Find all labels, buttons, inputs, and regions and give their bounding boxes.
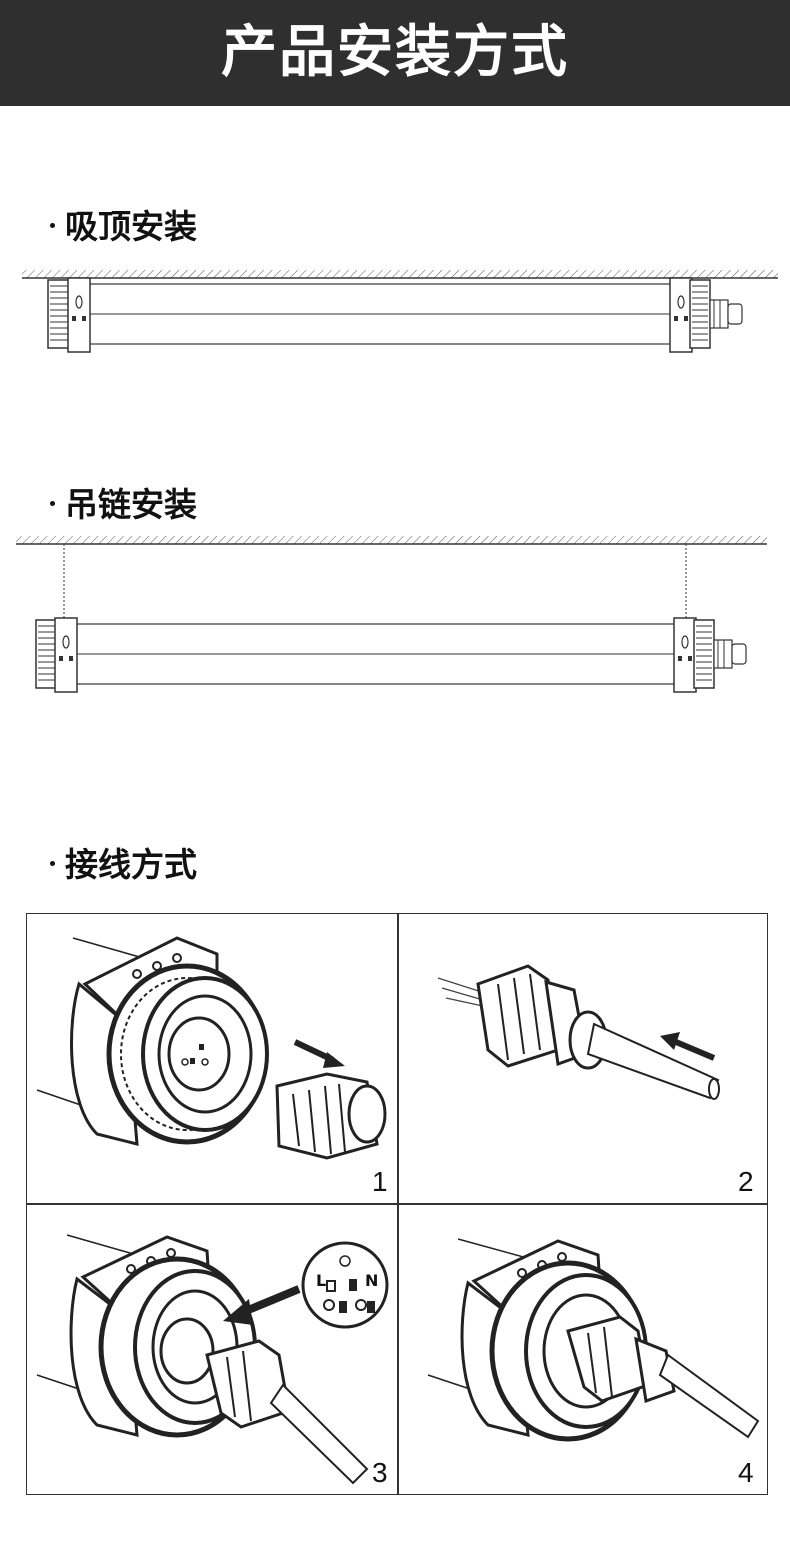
left-end-cap	[47, 279, 71, 349]
ceiling-hatch	[22, 270, 778, 278]
section-title-ceiling: 吸顶安装	[50, 200, 197, 248]
bullet-dot	[50, 501, 55, 506]
section-title-chain-text: 吊链安装	[65, 485, 197, 524]
step-number: 2	[738, 1166, 754, 1197]
section-title-wiring-text: 接线方式	[65, 845, 197, 884]
page-title: 产品安装方式	[221, 20, 569, 85]
step-2-illustration	[437, 964, 720, 1100]
section-title-wiring: 接线方式	[50, 838, 197, 886]
terminal-label-l: L	[316, 1271, 327, 1290]
step-number: 4	[738, 1457, 754, 1488]
bullet-dot	[50, 223, 55, 228]
step-4-illustration	[427, 1238, 760, 1442]
right-end-cap	[693, 619, 715, 689]
section-title-chain: 吊链安装	[50, 478, 197, 526]
section-title-ceiling-text: 吸顶安装	[65, 207, 197, 246]
right-bracket	[669, 277, 693, 353]
right-end-cap	[689, 279, 711, 349]
step-3-illustration	[36, 1234, 389, 1485]
wiring-step-1: 1	[27, 914, 398, 1204]
header-banner	[0, 0, 790, 106]
terminal-label-n: N	[365, 1271, 379, 1290]
ceiling-hatch	[16, 536, 767, 544]
step-1-illustration	[36, 936, 387, 1160]
step-number: 3	[372, 1457, 388, 1488]
wiring-step-4: 4	[398, 1205, 769, 1495]
grid-divider-horizontal	[27, 1203, 767, 1205]
cable-connector	[713, 639, 733, 669]
step-number: 1	[372, 1166, 388, 1197]
wiring-steps-grid: 1 2	[26, 913, 768, 1495]
cable-connector	[709, 299, 729, 329]
wiring-step-3: L N 3	[27, 1205, 398, 1495]
left-bracket	[54, 617, 78, 693]
chain-mount-diagram	[16, 536, 767, 693]
right-bracket	[673, 617, 697, 693]
left-bracket	[67, 277, 91, 353]
wiring-step-2: 2	[398, 914, 769, 1204]
bullet-dot	[50, 861, 55, 866]
ceiling-mount-diagram	[22, 270, 778, 353]
